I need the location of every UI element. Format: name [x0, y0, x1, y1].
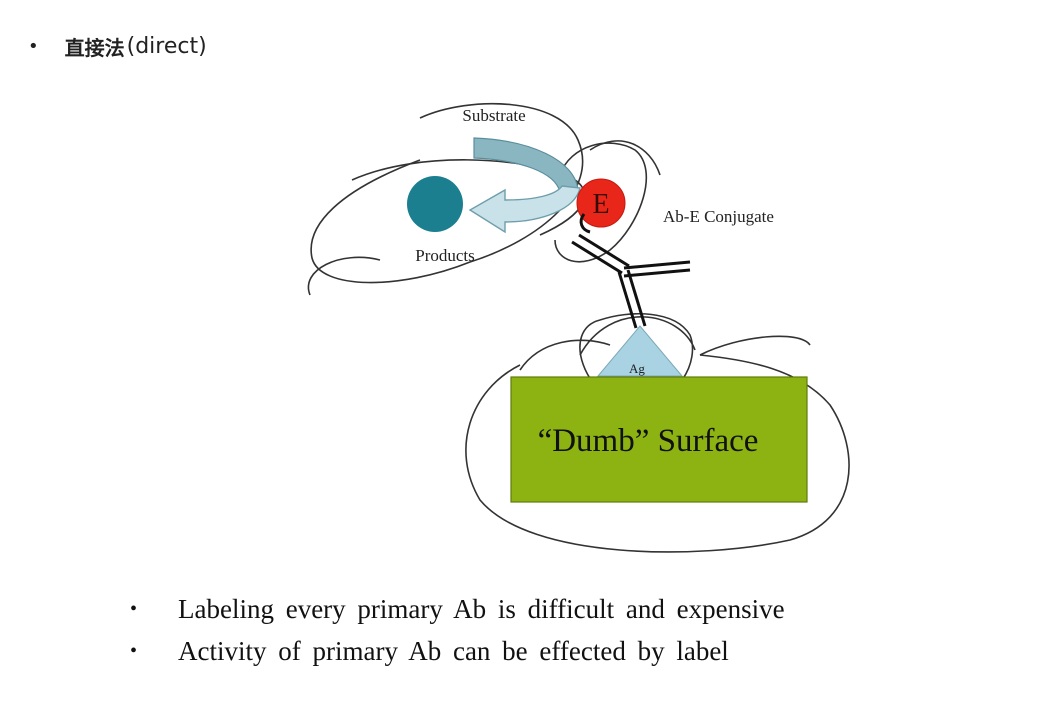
bullet-text: Labeling every primary Ab is difficult a…: [178, 593, 785, 624]
heading-cjk-text: 直接法: [64, 35, 125, 60]
bullet-marker: •: [130, 639, 138, 662]
bullet-list: • Labeling every primary Ab is difficult…: [130, 588, 785, 672]
substrate-label: Substrate: [462, 106, 525, 125]
list-item: • Activity of primary Ab can be effected…: [130, 630, 785, 672]
antigen-label: Ag: [629, 361, 645, 376]
heading-bullet: •: [28, 35, 39, 57]
surface-label: “Dumb” Surface: [538, 423, 759, 459]
dumb-surface-rect: [510, 376, 808, 503]
antigen-triangle: [596, 325, 684, 377]
enzyme-linker: [579, 213, 591, 234]
products-label: Products: [415, 246, 475, 265]
products-circle: [407, 176, 463, 232]
heading-latin-text: (direct): [126, 33, 207, 59]
antibody-shape: [571, 233, 691, 329]
enzyme-circle: [576, 178, 626, 228]
slide-heading: • 直接法 (direct): [28, 28, 207, 64]
conjugate-label: Ab-E Conjugate: [663, 207, 774, 226]
list-item: • Labeling every primary Ab is difficult…: [130, 588, 785, 630]
bullet-text: Activity of primary Ab can be effected b…: [178, 635, 729, 666]
bullet-marker: •: [130, 597, 138, 620]
substrate-arrow: [468, 137, 581, 234]
enzyme-label: E: [592, 189, 609, 220]
